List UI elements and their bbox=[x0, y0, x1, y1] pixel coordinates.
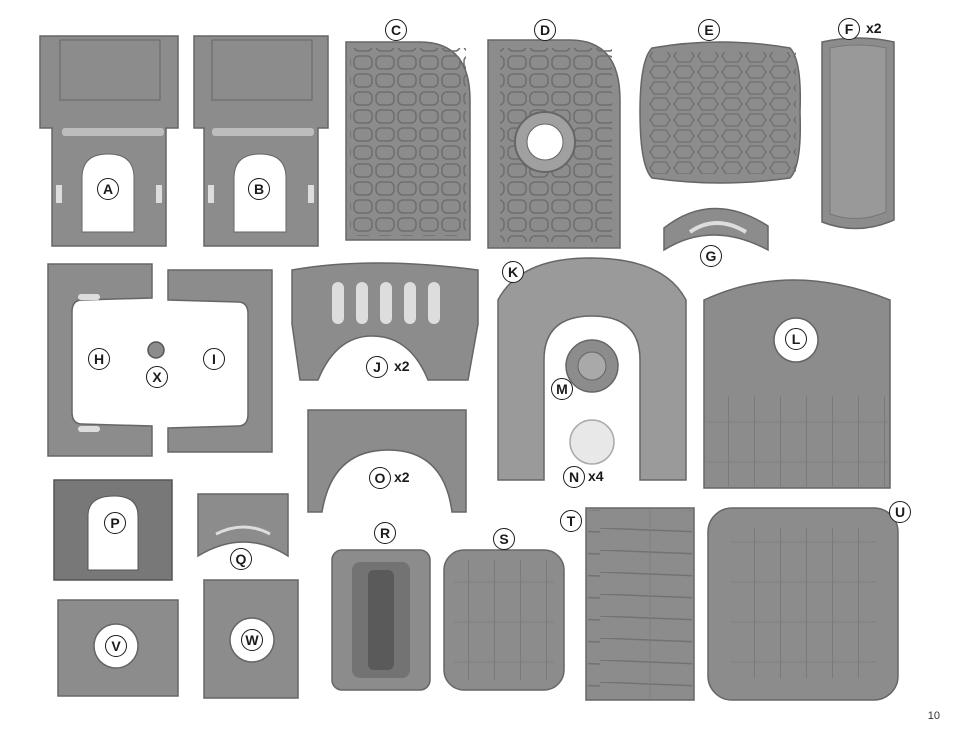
part-o bbox=[307, 409, 467, 513]
qty-j: x2 bbox=[394, 358, 410, 374]
label-k: K bbox=[502, 261, 524, 283]
part-f bbox=[821, 37, 895, 230]
label-a: A bbox=[97, 178, 119, 200]
label-t: T bbox=[560, 510, 582, 532]
page-number: 10 bbox=[927, 710, 940, 722]
part-x bbox=[147, 341, 165, 359]
label-e: E bbox=[698, 19, 720, 41]
part-t bbox=[585, 507, 695, 701]
part-d bbox=[487, 39, 621, 249]
part-r bbox=[331, 549, 431, 691]
part-m bbox=[565, 339, 619, 393]
label-j: J bbox=[366, 356, 388, 378]
part-k bbox=[497, 257, 687, 481]
part-s bbox=[443, 549, 565, 691]
qty-f: x2 bbox=[866, 20, 882, 36]
part-c bbox=[345, 41, 471, 241]
label-v: V bbox=[105, 635, 127, 657]
label-h: H bbox=[88, 348, 110, 370]
label-q: Q bbox=[230, 548, 252, 570]
label-x: X bbox=[146, 366, 168, 388]
part-u bbox=[707, 507, 899, 701]
part-a bbox=[39, 35, 179, 247]
part-e bbox=[639, 41, 802, 184]
part-q bbox=[197, 493, 289, 558]
label-s: S bbox=[493, 528, 515, 550]
label-w: W bbox=[241, 629, 263, 651]
label-l: L bbox=[785, 328, 807, 350]
label-r: R bbox=[374, 522, 396, 544]
label-c: C bbox=[385, 19, 407, 41]
label-g: G bbox=[700, 245, 722, 267]
qty-n: x4 bbox=[588, 468, 604, 484]
label-m: M bbox=[551, 378, 573, 400]
part-b bbox=[193, 35, 329, 247]
label-b: B bbox=[248, 178, 270, 200]
label-o: O bbox=[369, 467, 391, 489]
part-l bbox=[703, 279, 891, 489]
label-u: U bbox=[889, 501, 911, 523]
part-h bbox=[47, 263, 153, 457]
qty-o: x2 bbox=[394, 469, 410, 485]
label-i: I bbox=[203, 348, 225, 370]
label-f: F bbox=[838, 18, 860, 40]
label-p: P bbox=[104, 512, 126, 534]
part-g bbox=[663, 207, 769, 252]
part-j bbox=[291, 262, 479, 381]
part-i bbox=[167, 269, 273, 453]
label-n: N bbox=[563, 466, 585, 488]
label-d: D bbox=[534, 19, 556, 41]
part-n bbox=[569, 419, 615, 465]
